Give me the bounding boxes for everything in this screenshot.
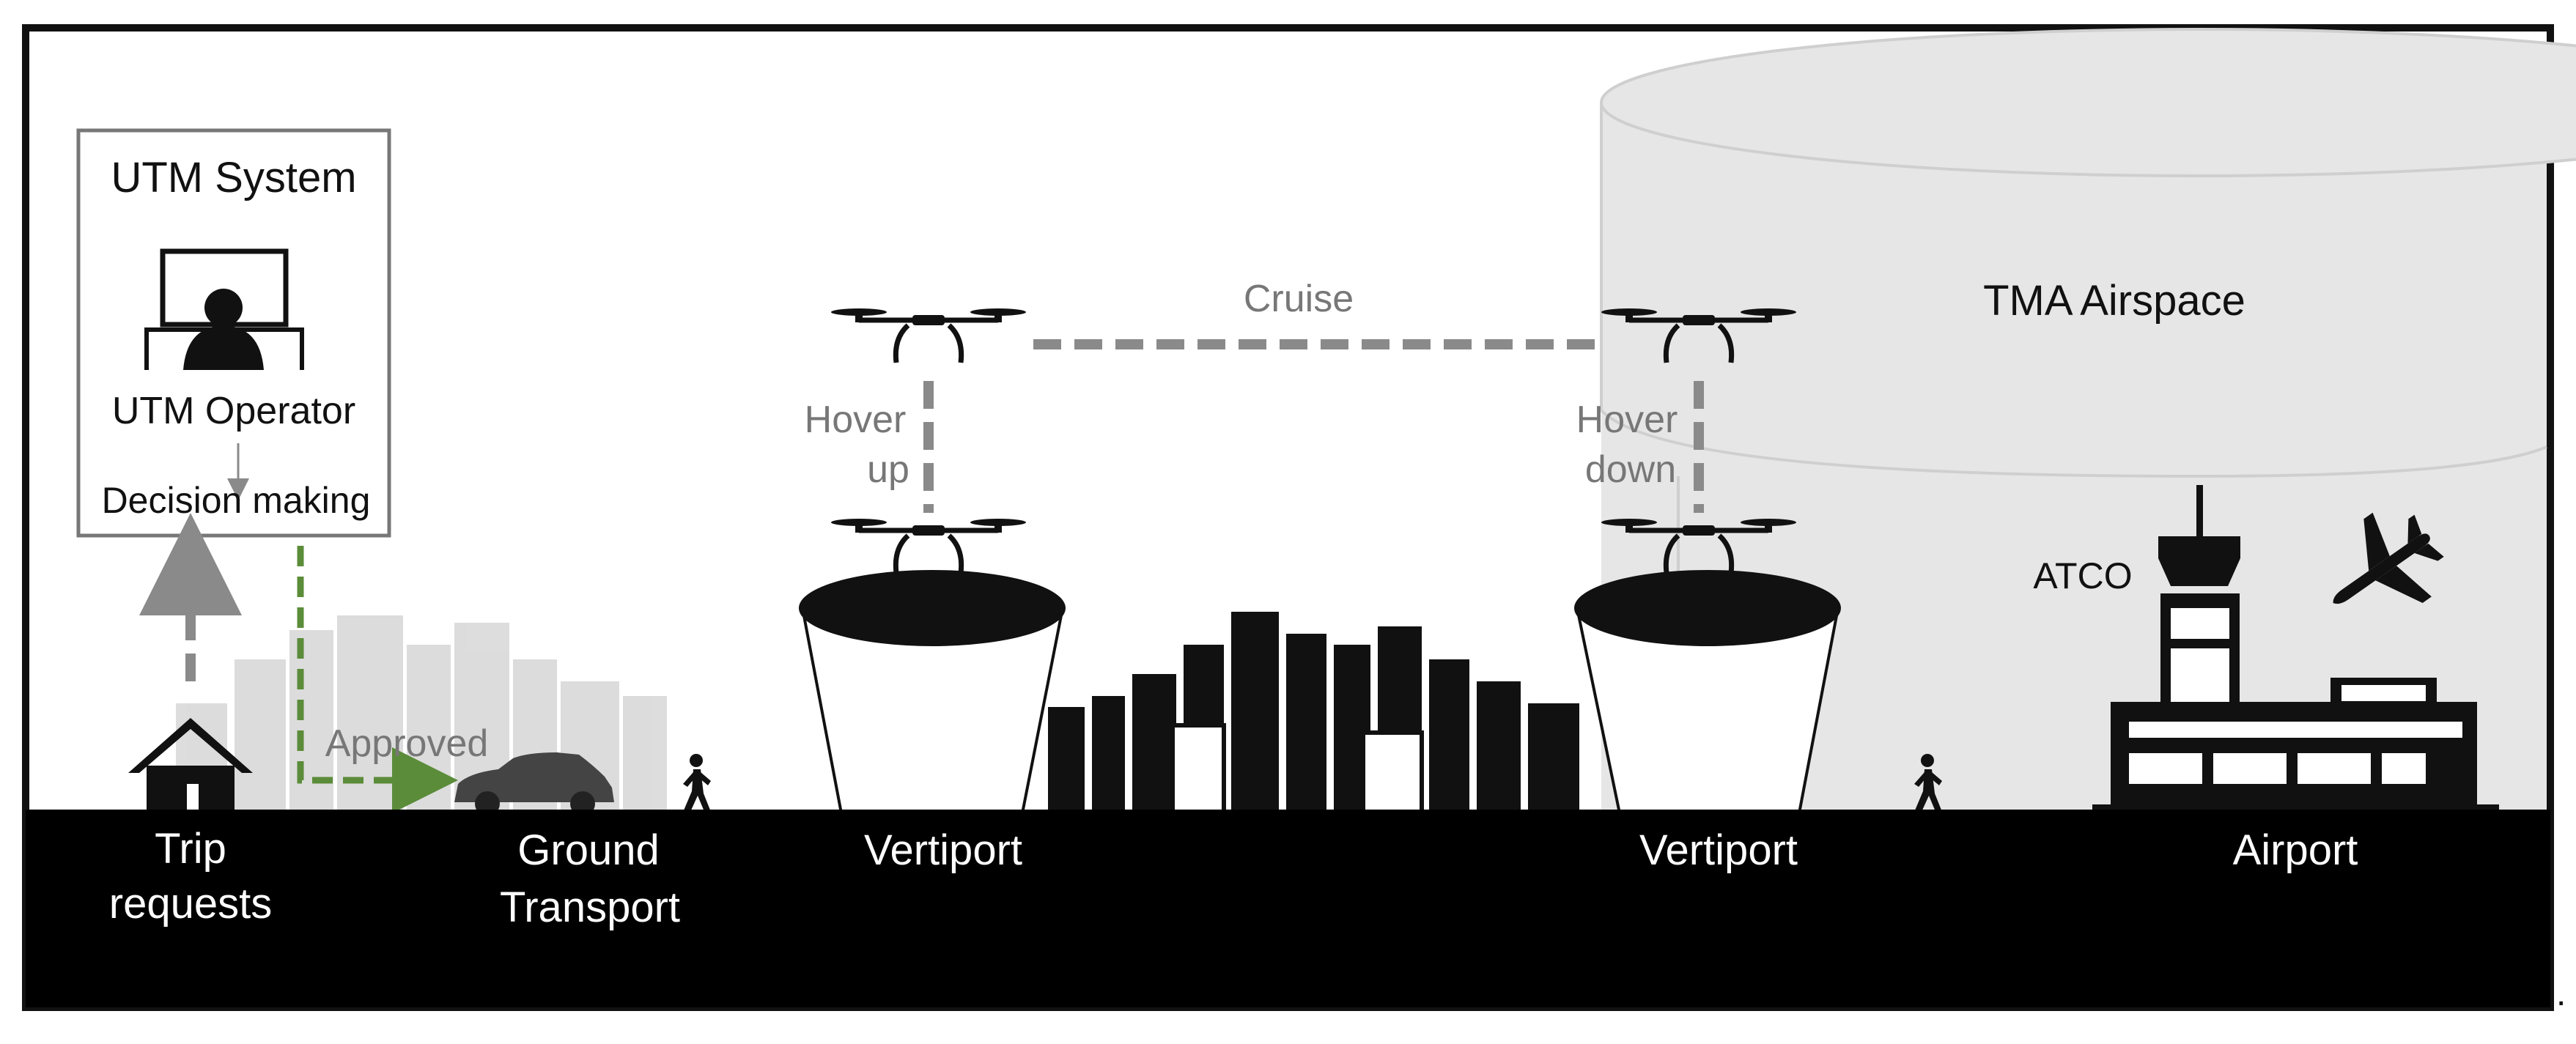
hover-up-label-line1: Hover	[805, 399, 907, 441]
vertiport-left-icon	[799, 570, 1066, 815]
utm-operator-label: UTM Operator	[112, 390, 355, 432]
airplane-icon	[2333, 512, 2444, 604]
trip-requests-label-line2: requests	[109, 880, 272, 928]
vertiport-right-icon	[1574, 570, 1841, 815]
utm-system-title: UTM System	[111, 154, 356, 201]
hover-down-label-line1: Hover	[1576, 399, 1678, 441]
trip-requests-label-line1: Trip	[155, 825, 226, 873]
approved-arrow	[297, 546, 458, 813]
airport-terminal-icon	[2092, 678, 2499, 813]
house-icon	[128, 718, 253, 810]
ground-transport-label-line2: Transport	[500, 884, 680, 931]
ground-transport-label-line1: Ground	[517, 826, 659, 874]
vertiport-right-label: Vertiport	[1639, 826, 1798, 874]
decision-making-label: Decision making	[102, 480, 371, 521]
city-skyline-icon	[1048, 612, 1579, 815]
approved-label: Approved	[325, 722, 489, 765]
hover-down-label-line2: down	[1585, 448, 1676, 491]
airport-label: Airport	[2233, 826, 2358, 874]
vertiport-left-label: Vertiport	[864, 826, 1022, 874]
ground-band	[26, 810, 2550, 1007]
operator-workstation-icon	[144, 248, 304, 370]
tma-airspace-label: TMA Airspace	[1983, 277, 2245, 325]
hover-up-label-line2: up	[867, 448, 909, 491]
trailing-period: .	[2556, 974, 2566, 1013]
cruise-label: Cruise	[1244, 278, 1354, 320]
atco-label: ATCO	[2033, 555, 2132, 596]
